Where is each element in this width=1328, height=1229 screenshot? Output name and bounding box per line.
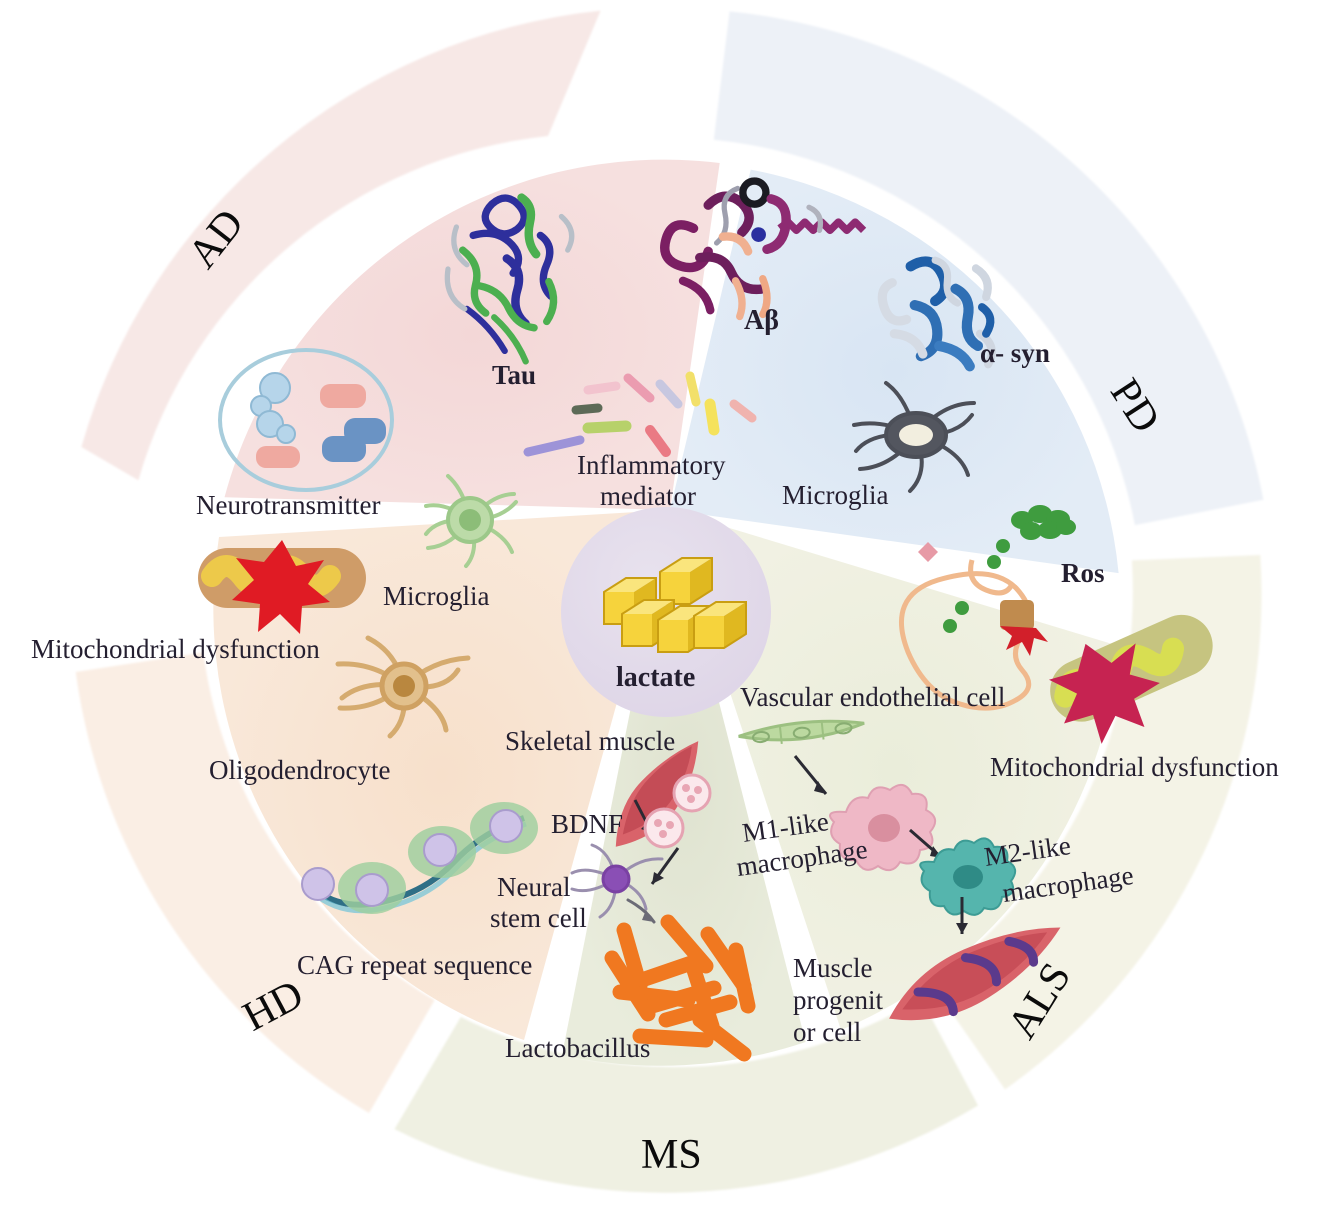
label-abeta: Aβ bbox=[744, 305, 779, 336]
m1-macrophage-icon bbox=[829, 783, 937, 872]
label-inflammatory-mediator-line1: Inflammatory bbox=[577, 450, 726, 480]
microglia-ad-icon bbox=[424, 474, 518, 568]
mitochondria-pd-icon bbox=[1048, 614, 1213, 744]
label-muscle-progenitor-line2: progenit bbox=[793, 985, 883, 1015]
label-skeletal-muscle: Skeletal muscle bbox=[505, 726, 676, 756]
ring-sector-ad bbox=[81, 10, 601, 481]
label-neurotransmitter: Neurotransmitter bbox=[196, 490, 381, 520]
arrow-bdnf-to-nsc bbox=[650, 847, 680, 885]
label-mito-dysfunction-pd: Mitochondrial dysfunction bbox=[990, 752, 1279, 782]
label-inflammatory-mediator-line2: mediator bbox=[600, 481, 696, 511]
oligodendrocyte-icon bbox=[335, 635, 471, 739]
ring-label-ms: MS bbox=[641, 1132, 702, 1178]
label-microglia-pd: Microglia bbox=[782, 480, 889, 510]
label-neural-stem-cell-line1: Neural bbox=[497, 872, 571, 902]
ring-sector-pd bbox=[713, 11, 1264, 526]
microglia-pd-icon bbox=[852, 381, 976, 493]
label-bdnf: BDNF bbox=[551, 809, 624, 839]
inner-sector-als bbox=[670, 510, 1119, 1030]
label-neural-stem-cell-line2: stem cell bbox=[490, 903, 587, 933]
label-muscle-progenitor-line1: Muscle bbox=[793, 953, 873, 983]
label-alpha-syn: α- syn bbox=[980, 338, 1050, 368]
label-vascular-endothelial-cell: Vascular endothelial cell bbox=[740, 682, 1006, 712]
arrow-vascular-to-m1 bbox=[793, 755, 828, 795]
m2-macrophage-icon bbox=[919, 837, 1017, 916]
vascular-endothelial-cell-icon bbox=[738, 719, 865, 745]
ring-sector-hd bbox=[75, 652, 435, 1113]
ring-sector-ms bbox=[394, 998, 978, 1193]
arrow-m2-to-muscle bbox=[956, 897, 968, 934]
label-microglia-ad: Microglia bbox=[383, 581, 490, 611]
label-ros: Ros bbox=[1061, 558, 1105, 588]
inner-sector-hd bbox=[213, 510, 670, 1040]
label-lactate: lactate bbox=[616, 662, 696, 693]
bdnf-vesicle-icon bbox=[643, 773, 712, 849]
mitochondria-ad-icon bbox=[198, 540, 366, 634]
label-oligodendrocyte: Oligodendrocyte bbox=[209, 755, 391, 785]
label-cag-repeat-sequence: CAG repeat sequence bbox=[297, 950, 533, 980]
lactobacillus-icon bbox=[604, 914, 756, 1062]
alpha-synuclein-icon bbox=[877, 256, 996, 372]
label-mito-dysfunction-ad: Mitochondrial dysfunction bbox=[31, 634, 320, 664]
tau-protein-icon bbox=[444, 193, 575, 365]
inner-sector-pd bbox=[670, 169, 1119, 574]
muscle-progenitor-cell-icon bbox=[889, 927, 1061, 1021]
lactate-cubes-icon bbox=[603, 557, 747, 653]
ros-icon bbox=[899, 505, 1076, 711]
cag-repeat-sequence-icon bbox=[301, 802, 538, 914]
label-muscle-progenitor-line3: or cell bbox=[793, 1017, 862, 1047]
neurotransmitter-icon bbox=[218, 348, 394, 492]
abeta-protein-icon bbox=[660, 177, 867, 321]
inflammatory-mediator-icon bbox=[523, 371, 757, 457]
label-tau: Tau bbox=[492, 360, 537, 390]
neural-stem-cell-icon bbox=[570, 843, 664, 924]
label-lactobacillus: Lactobacillus bbox=[505, 1033, 651, 1063]
